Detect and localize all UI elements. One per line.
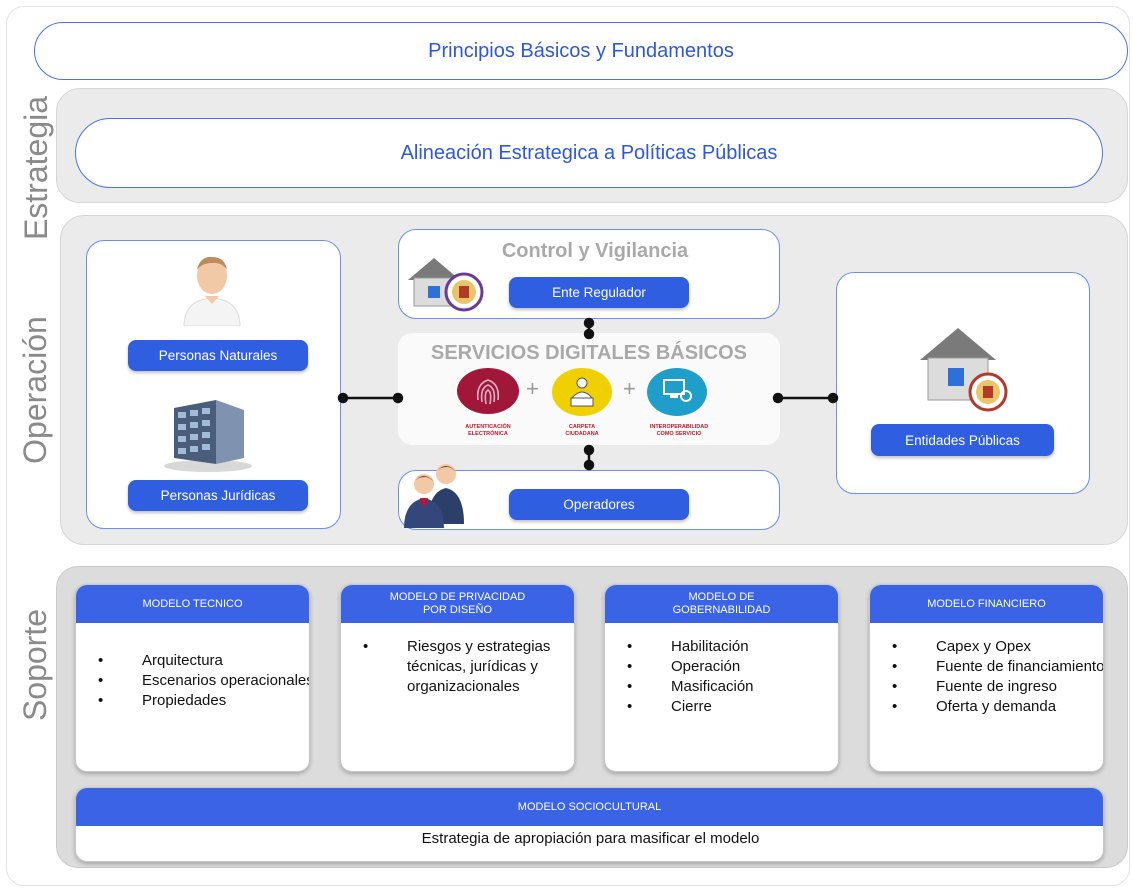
list-item: Cierre	[627, 697, 838, 717]
list-item: Masificación	[627, 677, 838, 697]
modelo-privacidad-card: MODELO DE PRIVACIDAD POR DISEÑO Riesgos …	[340, 584, 575, 772]
operators-icon	[404, 464, 464, 528]
fingerprint-icon	[476, 379, 500, 405]
carpeta-label-line2: CIUDADANA	[565, 431, 599, 437]
autenticacion-icon	[457, 368, 519, 414]
modelo-privacidad-title-line1: MODELO DE PRIVACIDAD	[389, 591, 526, 603]
interoperabilidad-icon	[647, 368, 707, 416]
modelo-financiero-header: MODELO FINANCIERO	[870, 585, 1103, 623]
list-item: Propiedades	[98, 691, 309, 711]
modelo-financiero-title: MODELO FINANCIERO	[927, 597, 1046, 610]
autenticacion-label-line1: AUTENTICACIÓN	[465, 424, 511, 430]
list-item: Escenarios operacionales	[98, 671, 309, 691]
personas-juridicas-button[interactable]: Personas Jurídicas	[128, 480, 308, 511]
list-item: Arquitectura	[98, 651, 309, 671]
modelo-gobernabilidad-header: MODELO DE GOBERNABILIDAD	[605, 585, 838, 623]
computer-gear-icon	[663, 379, 692, 402]
control-title: Control y Vigilancia	[501, 240, 689, 262]
building-icon	[164, 400, 252, 472]
ente-regulador-button[interactable]: Ente Regulador	[509, 277, 689, 308]
alineacion-pill: Alineación Estrategica a Políticas Públi…	[75, 118, 1103, 188]
modelo-gobernabilidad-title-line2: GOBERNABILIDAD	[672, 604, 771, 616]
modelo-privacidad-title-line2: POR DISEÑO	[422, 604, 493, 616]
modelo-tecnico-header: MODELO TECNICO	[76, 585, 309, 623]
autenticacion-label: AUTENTICACIÓN ELECTRÓNICA	[448, 424, 528, 438]
modelo-tecnico-list: Arquitectura Escenarios operacionales Pr…	[76, 651, 309, 711]
servicios-title: SERVICIOS DIGITALES BÁSICOS	[431, 342, 747, 364]
soporte-side-label: Soporte	[17, 608, 53, 722]
list-item: Capex y Opex	[892, 637, 1103, 657]
house-seal-icon-2	[920, 328, 1008, 412]
person-icon	[183, 256, 241, 326]
principios-pill: Principios Básicos y Fundamentos	[34, 22, 1128, 80]
modelo-sociocultural-header: MODELO SOCIOCULTURAL	[76, 788, 1103, 826]
modelo-sociocultural-card: MODELO SOCIOCULTURAL Estrategia de aprop…	[75, 787, 1104, 862]
carpeta-label: CARPETA CIUDADANA	[542, 424, 622, 438]
modelo-privacidad-list: Riesgos y estrategias técnicas, jurídica…	[341, 637, 573, 697]
alineacion-label: Alineación Estrategica a Políticas Públi…	[400, 141, 778, 164]
modelo-sociocultural-text: Estrategia de apropiación para masificar…	[421, 830, 760, 847]
list-item: Operación	[627, 657, 838, 677]
entidades-publicas-button[interactable]: Entidades Públicas	[871, 424, 1054, 456]
interoperabilidad-label: INTEROPERABILIDAD COMO SERVICIO	[634, 424, 724, 438]
interoperabilidad-label-line2: COMO SERVICIO	[656, 431, 702, 437]
modelo-gobernabilidad-list: Habilitación Operación Masificación Cier…	[605, 637, 838, 717]
principios-label: Principios Básicos y Fundamentos	[428, 39, 734, 62]
operadores-button[interactable]: Operadores	[509, 489, 689, 520]
modelo-sociocultural-title: MODELO SOCIOCULTURAL	[517, 800, 662, 813]
modelo-financiero-list: Capex y Opex Fuente de financiamiento Fu…	[870, 637, 1103, 717]
personas-naturales-button[interactable]: Personas Naturales	[128, 340, 308, 371]
list-item: Oferta y demanda	[892, 697, 1103, 717]
modelo-tecnico-card: MODELO TECNICO Arquitectura Escenarios o…	[75, 584, 310, 772]
modelo-gobernabilidad-title-line1: MODELO DE	[688, 591, 755, 603]
entidades-publicas-label: Entidades Públicas	[905, 432, 1020, 448]
modelo-privacidad-header: MODELO DE PRIVACIDAD POR DISEÑO	[341, 585, 574, 623]
list-item: Fuente de financiamiento	[892, 657, 1103, 677]
person-desk-icon	[570, 377, 594, 407]
house-seal-icon	[408, 258, 484, 312]
list-item: Habilitación	[627, 637, 838, 657]
list-item: Fuente de ingreso	[892, 677, 1103, 697]
operadores-label: Operadores	[563, 497, 635, 512]
plus-icon-2: +	[623, 376, 636, 401]
personas-naturales-label: Personas Naturales	[158, 348, 278, 363]
modelo-financiero-card: MODELO FINANCIERO Capex y Opex Fuente de…	[869, 584, 1104, 772]
modelo-gobernabilidad-card: MODELO DE GOBERNABILIDAD Habilitación Op…	[604, 584, 839, 772]
ente-regulador-label: Ente Regulador	[552, 285, 646, 300]
interoperabilidad-label-line1: INTEROPERABILIDAD	[649, 424, 709, 430]
modelo-tecnico-title: MODELO TECNICO	[142, 597, 243, 610]
personas-juridicas-label: Personas Jurídicas	[160, 488, 276, 503]
list-item: Riesgos y estrategias técnicas, jurídica…	[363, 637, 573, 697]
autenticacion-label-line2: ELECTRÓNICA	[468, 431, 508, 437]
carpeta-label-line1: CARPETA	[568, 424, 596, 430]
plus-icon-1: +	[526, 376, 539, 401]
